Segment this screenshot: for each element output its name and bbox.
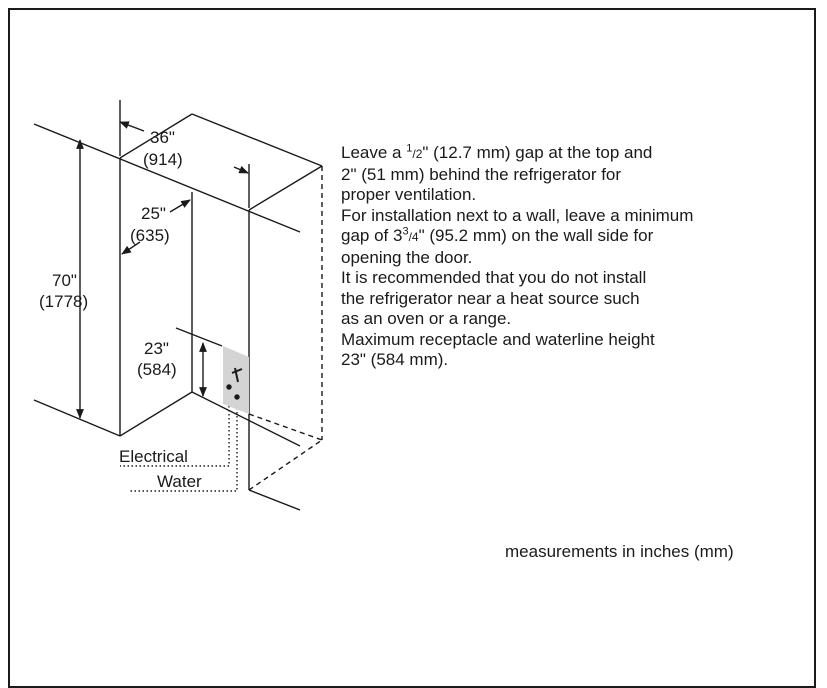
note-line: gap of 33/4" (95.2 mm) on the wall side … [341, 225, 654, 245]
depth-inches-label: 25" [141, 204, 166, 223]
note-line: proper ventilation. [341, 185, 477, 204]
note-line: 23" (584 mm). [341, 350, 449, 369]
height-inches-label: 70" [52, 271, 77, 290]
note-line: opening the door. [341, 247, 473, 267]
electrical-outlet-dot [226, 384, 232, 390]
utility-mm-label: (584) [137, 360, 177, 379]
width-dim-arrow-right [233, 165, 249, 174]
floor-left-edge [119, 391, 193, 437]
note-line: For installation next to a wall, leave a… [341, 205, 694, 225]
height-mm-label: (1778) [39, 292, 88, 311]
measurements-footnote: measurements in inches (mm) [505, 542, 734, 561]
depth-mm-label: (635) [130, 226, 170, 245]
width-mm-label: (914) [143, 150, 183, 169]
utility-ext-line [175, 327, 223, 347]
wall-bottom-edge [33, 399, 121, 437]
depth-dim-arrow-bottom [121, 241, 141, 255]
faucet-icon [231, 367, 243, 383]
installation-notes: Leave a 1/2" (12.7 mm) gap at the top an… [341, 143, 811, 371]
depth-dim-arrow-top [169, 199, 191, 213]
note-line: Leave a 1/2" (12.7 mm) gap at the top an… [341, 142, 653, 162]
electrical-label: Electrical [119, 447, 188, 466]
floor-front-edge [248, 489, 301, 511]
note-line: It is recommended that you do not instal… [341, 268, 647, 287]
hidden-edge-3 [248, 413, 323, 441]
width-inches-label: 36" [150, 128, 175, 147]
utility-zone [223, 346, 249, 414]
note-line: as an oven or a range. [341, 309, 512, 328]
niche-top-front-edge [248, 165, 323, 211]
electrical-leader [120, 390, 230, 467]
note-line: 2" (51 mm) behind the refrigerator for [341, 164, 622, 184]
water-line-dot [234, 394, 240, 400]
floor-back-edge [191, 391, 301, 447]
utility-inches-label: 23" [144, 339, 169, 358]
water-label: Water [157, 472, 202, 491]
note-line: the refrigerator near a heat source such [341, 288, 640, 308]
niche-top-back-edge [119, 113, 193, 159]
width-dim-arrow-left [119, 121, 145, 132]
niche-top-right-edge [191, 113, 323, 167]
hidden-edge-2 [248, 439, 323, 491]
note-line: Maximum receptacle and waterline height [341, 329, 655, 349]
